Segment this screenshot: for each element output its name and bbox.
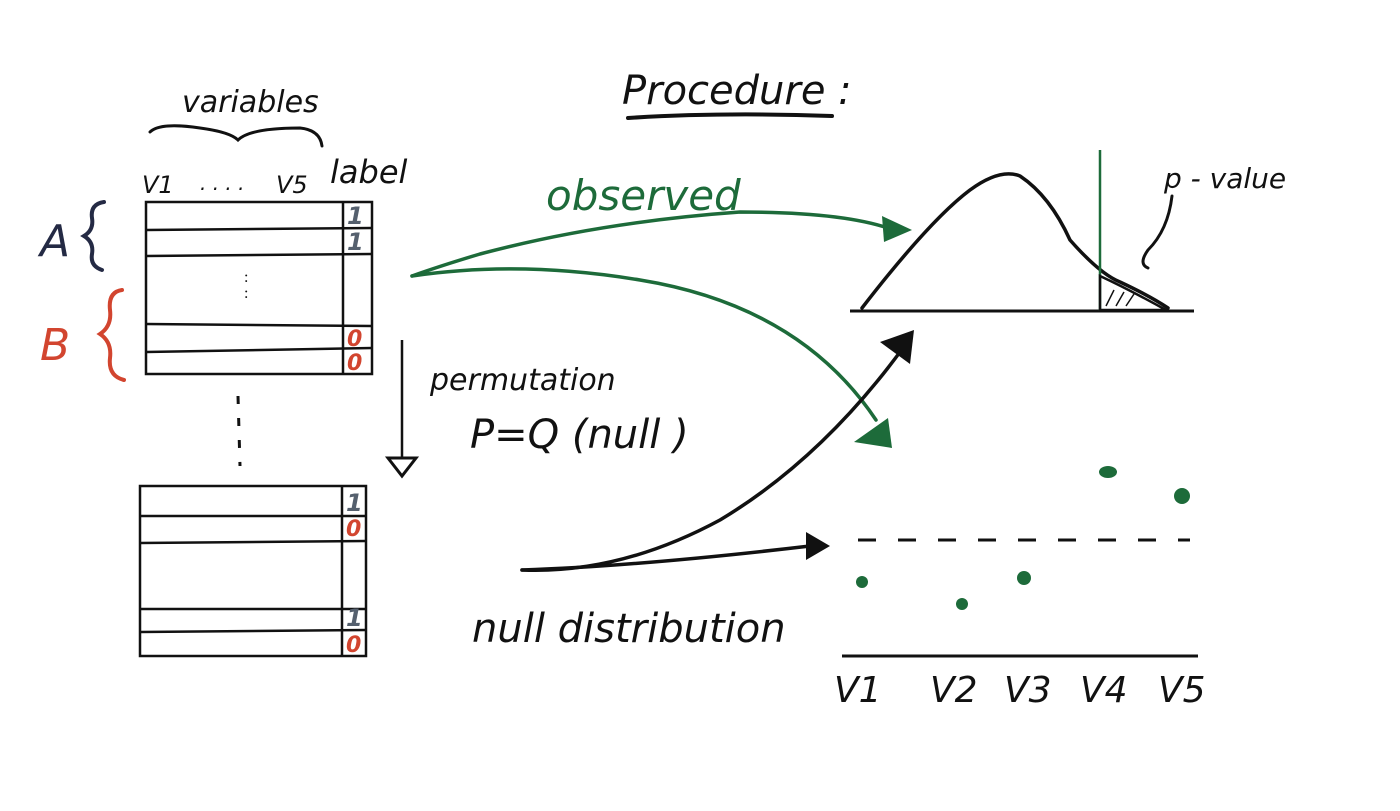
observed-label-2: 1 [347,228,364,256]
hatch-line [1115,291,1125,307]
null-hypothesis-text: P=Q (null ) [470,412,689,458]
variables-heading: variables [182,85,319,120]
variable-point [956,598,968,610]
permuted-table: 1 0 1 0 [138,484,368,658]
null-arrow-head-bottom [806,532,830,560]
null-arrow-to-threshold [520,544,812,572]
hatch-line [1125,293,1135,307]
observed-text: observed [546,171,741,220]
variable-point [1174,488,1190,504]
observed-arrow-head-top [882,216,912,242]
permuted-table-frame [138,484,368,658]
tables-ellipsis [236,395,242,467]
hatch-line [1105,289,1115,307]
permuted-label-1: 1 [346,489,363,517]
observed-arrow-to-distribution [410,210,890,278]
observed-arrow-head-bottom [854,418,892,448]
column-v5: V5 [276,171,308,199]
p-value-label: p - value [1163,162,1286,195]
group-a-label: A [37,216,70,267]
permutation-arrow-head [384,456,420,479]
variables-brace [148,124,324,148]
variable-label-v4: V4 [1080,670,1128,711]
column-v1: V1 [142,171,174,199]
observed-table: : : 1 1 0 0 [144,200,374,376]
variable-label-v5: V5 [1158,670,1206,711]
title-underline [626,112,834,120]
observed-label-3: 0 [347,327,362,352]
null-distribution-text: null distribution [472,606,786,652]
table-row-line [145,226,373,232]
column-ellipsis: . . . . [200,171,245,195]
procedure-title: Procedure : [622,68,852,114]
observed-arrow-to-scatter [410,267,878,422]
row-ellipsis: : [244,269,248,286]
variable-point [1017,571,1031,585]
table-row-line [145,322,373,328]
group-b-brace [96,288,126,382]
null-arrow-head-top [880,330,914,364]
p-value-tail-area [1098,274,1171,312]
table-row-line [139,628,367,634]
observed-label-1: 1 [347,202,364,230]
table-row-line [139,539,367,545]
permuted-label-2: 0 [346,517,361,542]
permutation-text: permutation [429,363,616,398]
column-label: label [330,153,408,191]
variable-point [1099,466,1117,478]
null-distribution-curve [860,172,1170,310]
p-value-pointer [1141,194,1174,270]
group-b-label: B [40,320,70,371]
variable-label-v1: V1 [834,670,882,711]
table-row-line [145,252,373,258]
permuted-label-3: 1 [346,604,363,632]
row-ellipsis: : [244,285,248,302]
variable-label-v3: V3 [1004,670,1052,711]
observed-table-frame [144,200,374,376]
variable-label-v2: V2 [930,670,978,711]
table-row-line [145,346,373,354]
group-a-brace [80,200,106,272]
permuted-label-4: 0 [346,633,361,658]
variable-point [856,576,868,588]
observed-label-4: 0 [347,351,362,376]
